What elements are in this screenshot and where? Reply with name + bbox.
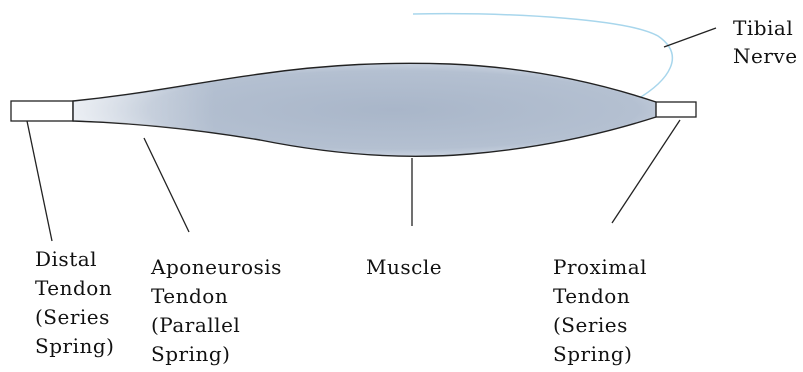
label-line: Proximal — [553, 253, 647, 282]
label-line: (Parallel — [151, 311, 282, 340]
label-line: Tendon — [35, 274, 114, 303]
proximal-tendon-leader — [612, 120, 680, 223]
aponeurosis-leader — [144, 138, 189, 232]
label-line: Tibial — [733, 14, 798, 42]
distal-tendon-leader — [27, 121, 52, 241]
label-line: (Series — [553, 311, 647, 340]
label-line: (Series — [35, 303, 114, 332]
label-line: Tendon — [151, 282, 282, 311]
label-aponeurosis-tendon: Aponeurosis Tendon (Parallel Spring) — [151, 253, 282, 369]
label-line: Muscle — [366, 253, 442, 282]
label-line: Spring) — [553, 340, 647, 369]
distal-tendon — [11, 101, 73, 121]
label-line: Tendon — [553, 282, 647, 311]
label-line: Distal — [35, 245, 114, 274]
label-line: Aponeurosis — [151, 253, 282, 282]
label-tibial-nerve: Tibial Nerve — [733, 14, 798, 70]
label-proximal-tendon: Proximal Tendon (Series Spring) — [553, 253, 647, 369]
tibial-nerve-leader — [664, 28, 716, 47]
label-line: Spring) — [151, 340, 282, 369]
proximal-tendon — [652, 102, 696, 117]
label-distal-tendon: Distal Tendon (Series Spring) — [35, 245, 114, 361]
label-muscle: Muscle — [366, 253, 442, 282]
label-line: Spring) — [35, 332, 114, 361]
label-line: Nerve — [733, 42, 798, 70]
